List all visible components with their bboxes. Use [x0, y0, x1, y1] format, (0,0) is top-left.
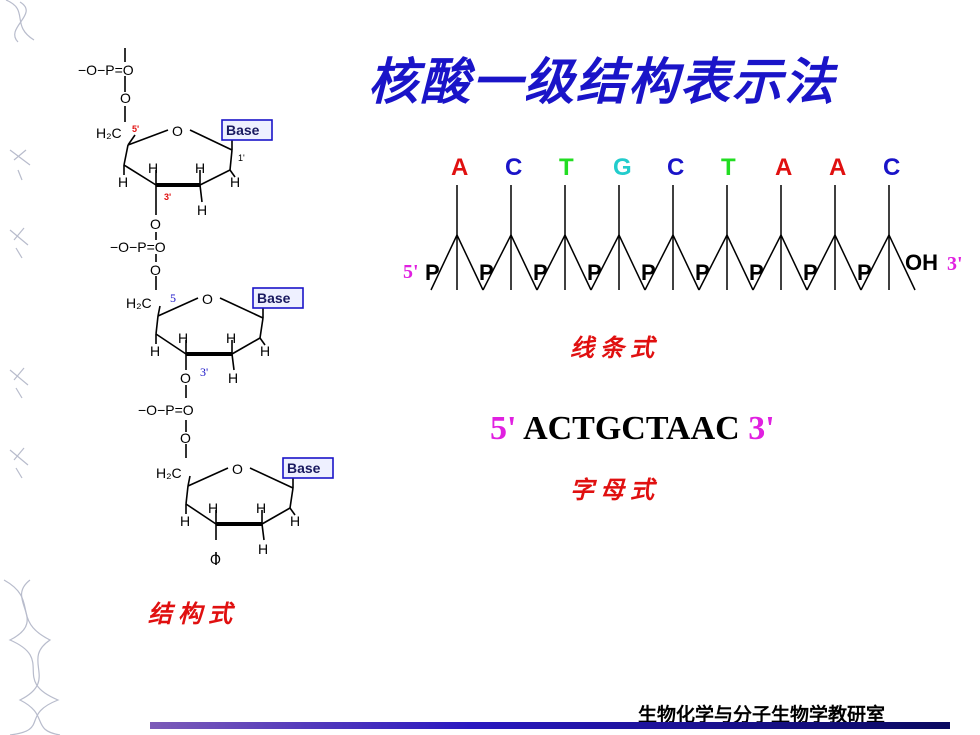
- base-letter: A: [829, 154, 846, 181]
- base-letter: A: [775, 154, 792, 181]
- hydrogen-label: H: [208, 500, 218, 516]
- backbone-segment: [672, 234, 700, 291]
- hydrogen-label: H: [180, 513, 190, 529]
- oxygen-label: O: [150, 262, 161, 278]
- slide-title: 核酸一级结构表示法: [368, 53, 836, 111]
- backbone-segment: [726, 234, 754, 291]
- phosphate-group-1: −O−P=O: [78, 62, 134, 78]
- backbone-segment: [456, 234, 484, 291]
- base-letter: T: [721, 154, 736, 181]
- hydrogen-label: H: [150, 343, 160, 359]
- backbone-segment: [780, 234, 808, 291]
- base-letter: A: [451, 154, 468, 181]
- backbone-segment: [618, 234, 646, 291]
- letter-formula: 5' ACTGCTAAC 3': [490, 410, 775, 448]
- backbone-segment: [888, 234, 916, 291]
- sequence-text: ACTGCTAAC: [523, 410, 740, 447]
- ring-oxygen-2: O: [202, 291, 213, 307]
- phosphate-group-3: −O−P=O: [138, 402, 194, 418]
- phosphate-p: P: [857, 260, 872, 285]
- base-label-2: Base: [257, 290, 291, 306]
- hydrogen-label: H: [197, 202, 207, 218]
- ring-oxygen-3: O: [232, 461, 243, 477]
- phosphate-p: P: [587, 260, 602, 285]
- backbone-segment: [564, 234, 592, 291]
- base-letter: C: [667, 154, 684, 181]
- hydrogen-label: H: [228, 370, 238, 386]
- five-prime-label: 5': [403, 261, 419, 283]
- phosphate-p: P: [749, 260, 764, 285]
- backbone-segment: [834, 234, 862, 291]
- stick-caption: 线条式: [570, 333, 660, 362]
- label-5-second: 5: [170, 291, 176, 305]
- phosphate-p: P: [695, 260, 710, 285]
- hydrogen-label: H: [230, 174, 240, 190]
- base-label-1: Base: [226, 122, 260, 138]
- footer-bar: [150, 722, 950, 729]
- backbone-segment: [510, 234, 538, 291]
- label-3-prime: 3': [164, 192, 171, 202]
- letter-caption: 字母式: [570, 475, 660, 504]
- hydroxyl-label: OH: [905, 250, 938, 275]
- stick-diagram: A P C P T P G P C P T P A P A P C P 5' OH 3': [403, 154, 963, 291]
- h2c-label-1: H₂C: [96, 125, 122, 141]
- five-prime-end: 5': [490, 410, 517, 447]
- phosphate-p: P: [533, 260, 548, 285]
- hydrogen-label: H: [195, 160, 205, 176]
- oxygen-label: O: [180, 370, 191, 386]
- ring-oxygen-1: O: [172, 123, 183, 139]
- phosphate-p: P: [641, 260, 656, 285]
- hydrogen-label: H: [226, 330, 236, 346]
- footer-department: 生物化学与分子生物学教研室: [638, 704, 886, 726]
- nucleotide-structure-diagram: Base Base Base −O−P=O O H₂C O H H H H H …: [78, 48, 334, 567]
- oxygen-label: O: [120, 90, 131, 106]
- hydrogen-label: H: [148, 160, 158, 176]
- structure-caption: 结构式: [148, 599, 238, 628]
- base-letter: C: [883, 154, 900, 181]
- phosphate-p: P: [479, 260, 494, 285]
- three-prime-end: 3': [748, 410, 775, 447]
- dna-decoration: [3, 0, 61, 735]
- phosphate-p: P: [425, 260, 440, 285]
- label-3-second: 3': [200, 365, 208, 379]
- oxygen-label: O: [180, 430, 191, 446]
- base-letter: C: [505, 154, 522, 181]
- h2c-label-2: H₂C: [126, 295, 152, 311]
- hydrogen-label: H: [118, 174, 128, 190]
- base-label-3: Base: [287, 460, 321, 476]
- oxygen-label: O: [150, 216, 161, 232]
- phosphate-p: P: [803, 260, 818, 285]
- label-5-prime: 5': [132, 124, 139, 134]
- oxygen-label: O: [210, 551, 221, 567]
- hydrogen-label: H: [256, 500, 266, 516]
- base-letter: G: [613, 154, 632, 181]
- hydrogen-label: H: [290, 513, 300, 529]
- base-letter: T: [559, 154, 574, 181]
- three-prime-label: 3': [947, 253, 963, 275]
- h2c-label-3: H₂C: [156, 465, 182, 481]
- label-1-prime: 1': [238, 153, 245, 163]
- hydrogen-label: H: [258, 541, 268, 557]
- phosphate-group-2: −O−P=O: [110, 239, 166, 255]
- hydrogen-label: H: [178, 330, 188, 346]
- hydrogen-label: H: [260, 343, 270, 359]
